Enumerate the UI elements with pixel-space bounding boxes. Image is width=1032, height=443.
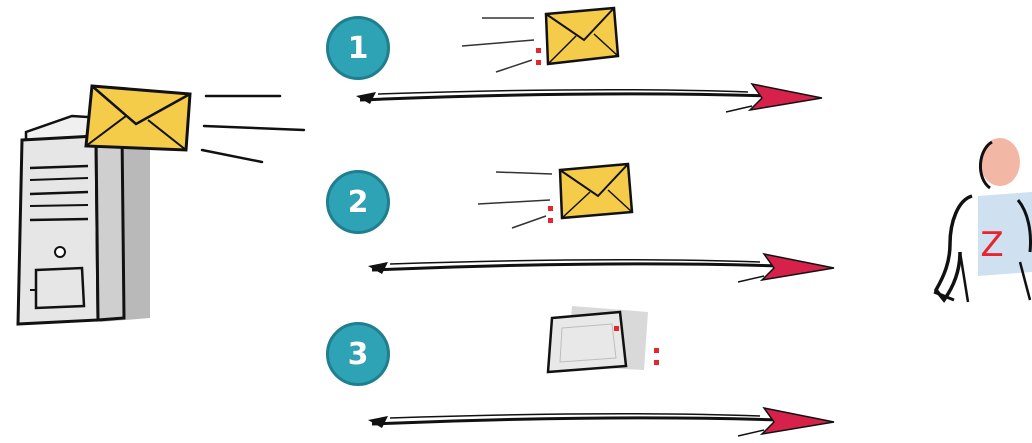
- motion-lines-icon: [200, 94, 306, 164]
- row-3-status-dots: [654, 348, 659, 365]
- row-1-arrow-icon: [356, 82, 823, 113]
- envelope-icon: [84, 84, 192, 152]
- step-badge-2: 2: [326, 170, 390, 234]
- recipient-person-icon: [933, 138, 1032, 303]
- row-2-envelope-icon: [558, 162, 634, 220]
- row-3-faded-page-icon: [546, 306, 648, 374]
- row-1-motion-lines-icon: [461, 17, 535, 73]
- row-1-envelope-icon: [544, 6, 620, 66]
- row-3-arrow-icon: [368, 406, 835, 437]
- row-1-status-dots: [536, 48, 541, 65]
- server-icon: [16, 114, 150, 326]
- row-2-motion-lines-icon: [477, 171, 553, 229]
- row-2-status-dots: [548, 206, 553, 223]
- step-badge-3: 3: [326, 322, 390, 386]
- row-2-arrow-icon: [368, 252, 835, 283]
- recipient-shirt-letter: Z: [980, 225, 1003, 265]
- step-badge-1: 1: [326, 16, 390, 80]
